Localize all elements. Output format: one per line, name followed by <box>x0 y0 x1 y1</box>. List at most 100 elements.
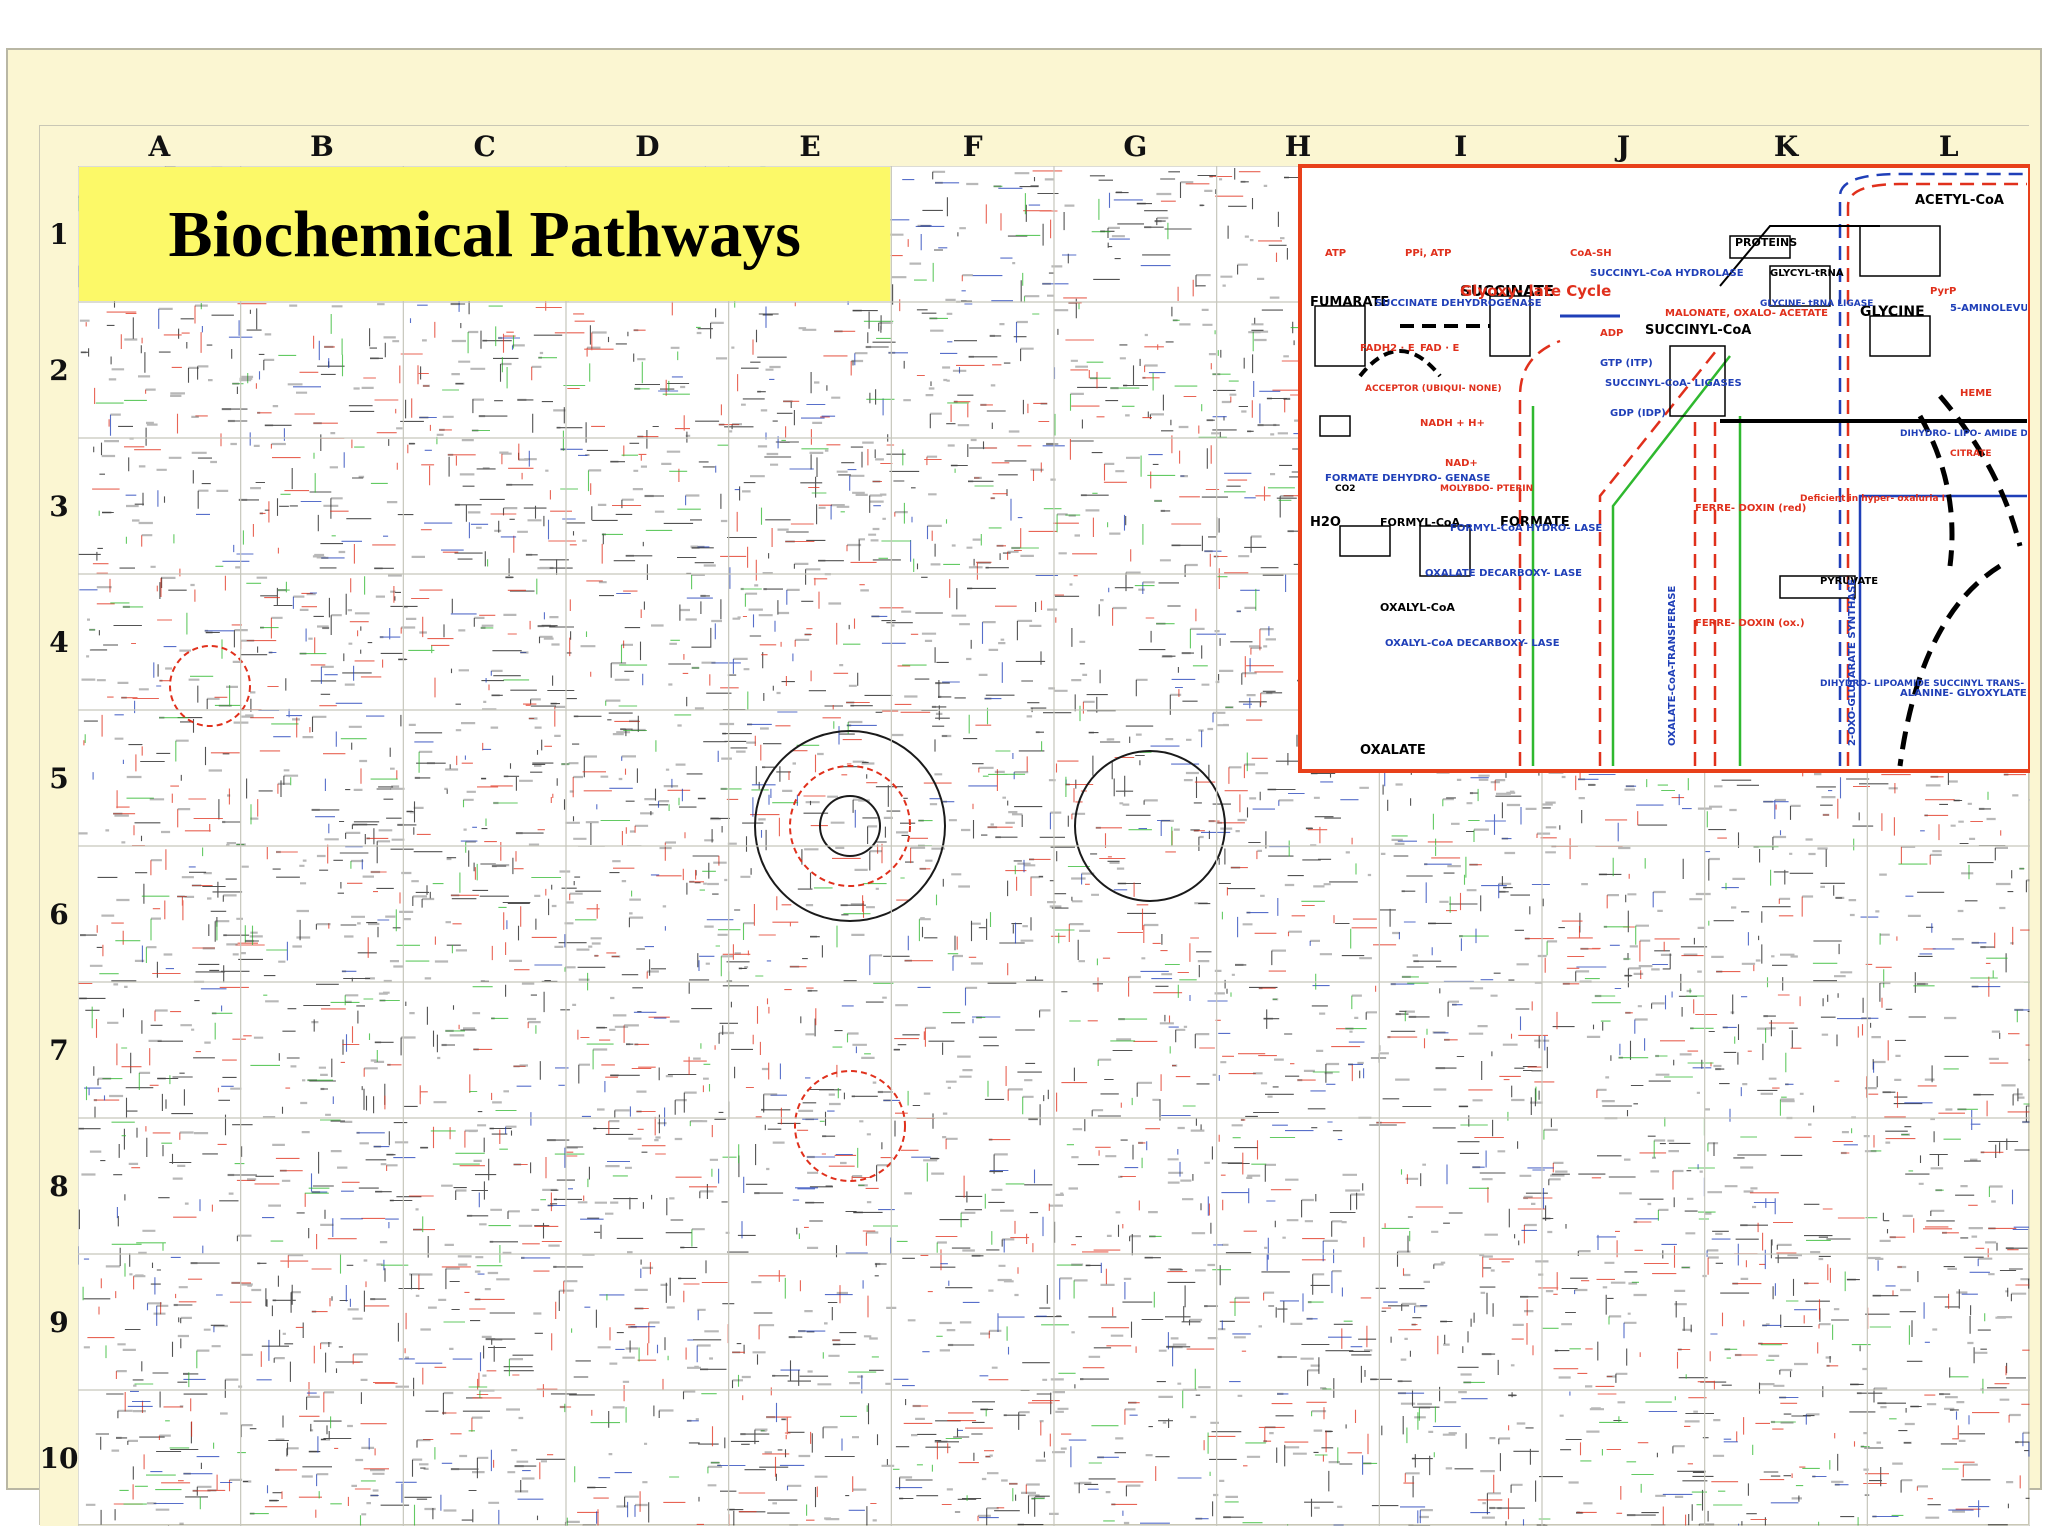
inset-label: MALONATE, OXALO- ACETATE <box>1665 308 1828 319</box>
row-header-9: 9 <box>49 1306 68 1339</box>
inset-label: ACCEPTOR (UBIQUI- NONE) <box>1365 384 1502 394</box>
inset-label: CO2 <box>1335 484 1356 494</box>
title-box <box>79 167 891 301</box>
column-header-d: D <box>635 130 659 163</box>
inset-pathway-line <box>1719 225 1880 287</box>
inset-label: FAD · E <box>1420 343 1459 354</box>
inset-label: 2-OXO-GLUTARATE SYNTHASE <box>1847 579 1858 746</box>
column-header-h: H <box>1285 130 1311 163</box>
column-header-c: C <box>474 130 496 163</box>
metabolic-cycle <box>169 645 251 727</box>
inset-label: FERRE- DOXIN (ox.) <box>1695 618 1805 629</box>
page-title: Biochemical Pathways <box>168 198 800 271</box>
inset-label: CoA-SH <box>1570 248 1612 259</box>
inset-pathway-line <box>1518 339 1561 766</box>
row-header-2: 2 <box>49 354 68 387</box>
column-header-g: G <box>1123 130 1147 163</box>
inset-label: SUCCINYL-CoA HYDROLASE <box>1590 268 1744 279</box>
inset-label: SUCCINYL-CoA <box>1645 323 1751 338</box>
inset-structure-box <box>1859 225 1941 277</box>
inset-label: OXALYL-CoA DECARBOXY- LASE <box>1385 638 1560 649</box>
column-header-f: F <box>963 130 983 163</box>
inset-structure-box <box>1779 575 1856 599</box>
metabolic-cycle <box>794 1070 906 1182</box>
inset-label: SUCCINYL-CoA- LIGASES <box>1605 378 1742 389</box>
column-header-e: E <box>799 130 820 163</box>
column-header-l: L <box>1939 130 1959 163</box>
inset-label: 5-AMINOLEVULINATE SYNTHASE <box>1950 303 2030 314</box>
inset-label: OXALATE-CoA-TRANSFERASE <box>1667 586 1678 746</box>
metabolic-cycle <box>754 730 946 922</box>
inset-pathway-line <box>1897 563 2002 767</box>
pathway-lines <box>78 165 2030 1526</box>
inset-label: SUCCINATE DEHYDROGENASE <box>1375 298 1542 309</box>
row-header-7: 7 <box>49 1034 68 1067</box>
inset-label: GLYCYL-tRNA <box>1770 268 1844 279</box>
inset-label: SUCCINATE <box>1460 282 1554 300</box>
inset-label: DIHYDRO- LIPOAMIDE SUCCINYL TRANS- FERAS… <box>1820 679 2030 689</box>
inset-pathway-line <box>1858 494 2027 766</box>
inset-label: PyrP <box>1930 286 1956 297</box>
row-header-10: 10 <box>40 1442 78 1475</box>
inset-label: DIHYDRO- LIPO- AMIDE DEHY- DRO- GENASE <box>1900 429 2030 439</box>
zoom-inset <box>1298 164 2030 773</box>
inset-structure-box <box>1729 235 1791 259</box>
inset-pathway-line <box>1358 349 1442 378</box>
inset-label: MOLYBDO- PTERIN <box>1440 484 1533 494</box>
row-header-8: 8 <box>49 1170 68 1203</box>
metabolic-cycle <box>1074 750 1226 902</box>
metabolic-cycle <box>819 795 881 857</box>
inset-label: FORMATE <box>1500 515 1570 530</box>
column-header-strip <box>40 126 2030 166</box>
column-header-j: J <box>1614 130 1630 163</box>
inset-structure-box <box>1319 415 1351 437</box>
row-header-3: 3 <box>49 490 68 523</box>
inset-label: OXALYL-CoA <box>1380 601 1455 614</box>
inset-label: FORMATE DEHYDRO- GENASE <box>1325 473 1490 484</box>
inset-label: GTP (ITP) <box>1600 358 1653 369</box>
inset-label: H2O <box>1310 515 1341 530</box>
column-header-a: A <box>147 130 171 163</box>
inset-structure-box <box>1489 295 1531 357</box>
inset-label: ATP <box>1325 248 1346 259</box>
row-header-4: 4 <box>49 626 68 659</box>
inset-pathway-line <box>1598 345 1721 766</box>
row-header-1: 1 <box>49 218 68 251</box>
inset-label: FORMYL-CoA <box>1380 516 1460 529</box>
column-header-i: I <box>1454 130 1467 163</box>
inset-label: Glyoxy- late Cycle <box>1460 282 1611 300</box>
inset-label: CITRATE <box>1950 449 1992 459</box>
metabolic-cycle <box>789 765 911 887</box>
inset-label: NADH + H+ <box>1420 418 1485 429</box>
inset-label: HEME <box>1960 388 1992 399</box>
row-header-6: 6 <box>49 898 68 931</box>
inset-structure-box <box>1869 315 1931 357</box>
inset-label: FUMARATE <box>1310 295 1389 310</box>
inset-label: Deficient in hyper- oxaluria I <box>1800 494 1945 504</box>
inset-label: GLYCINE- tRNA LIGASE <box>1760 299 1873 309</box>
inset-label: ALANINE- GLYOXYLATE TRANS- AMINASE <box>1900 688 2030 699</box>
inset-label: FORMYL-CoA HYDRO- LASE <box>1450 523 1602 534</box>
inset-structure-box <box>1669 345 1726 417</box>
inset-label: OXALATE DECARBOXY- LASE <box>1425 568 1582 579</box>
inset-label: ACETYL-CoA <box>1915 193 2004 208</box>
inset-label: GLYCINE <box>1860 304 1925 320</box>
inset-pathway-line <box>1938 394 2023 547</box>
inset-label: ADP <box>1600 328 1623 339</box>
column-header-b: B <box>310 130 334 163</box>
inset-pathway-line <box>1611 355 1731 766</box>
inset-label: PROTEINS <box>1735 236 1797 249</box>
inset-structure-box <box>1339 525 1391 557</box>
inset-label: FADH2 · E <box>1360 343 1415 354</box>
row-header-5: 5 <box>49 762 68 795</box>
inset-label: PYRUVATE <box>1820 576 1878 587</box>
inset-label: PPi, ATP <box>1405 248 1451 259</box>
inset-pathway-line <box>1846 182 2027 766</box>
inset-label: FERRE- DOXIN (red) <box>1695 503 1806 514</box>
inset-label: NAD+ <box>1445 458 1478 469</box>
inset-label: OXALATE <box>1360 743 1426 758</box>
inset-structure-box <box>1769 265 1831 307</box>
